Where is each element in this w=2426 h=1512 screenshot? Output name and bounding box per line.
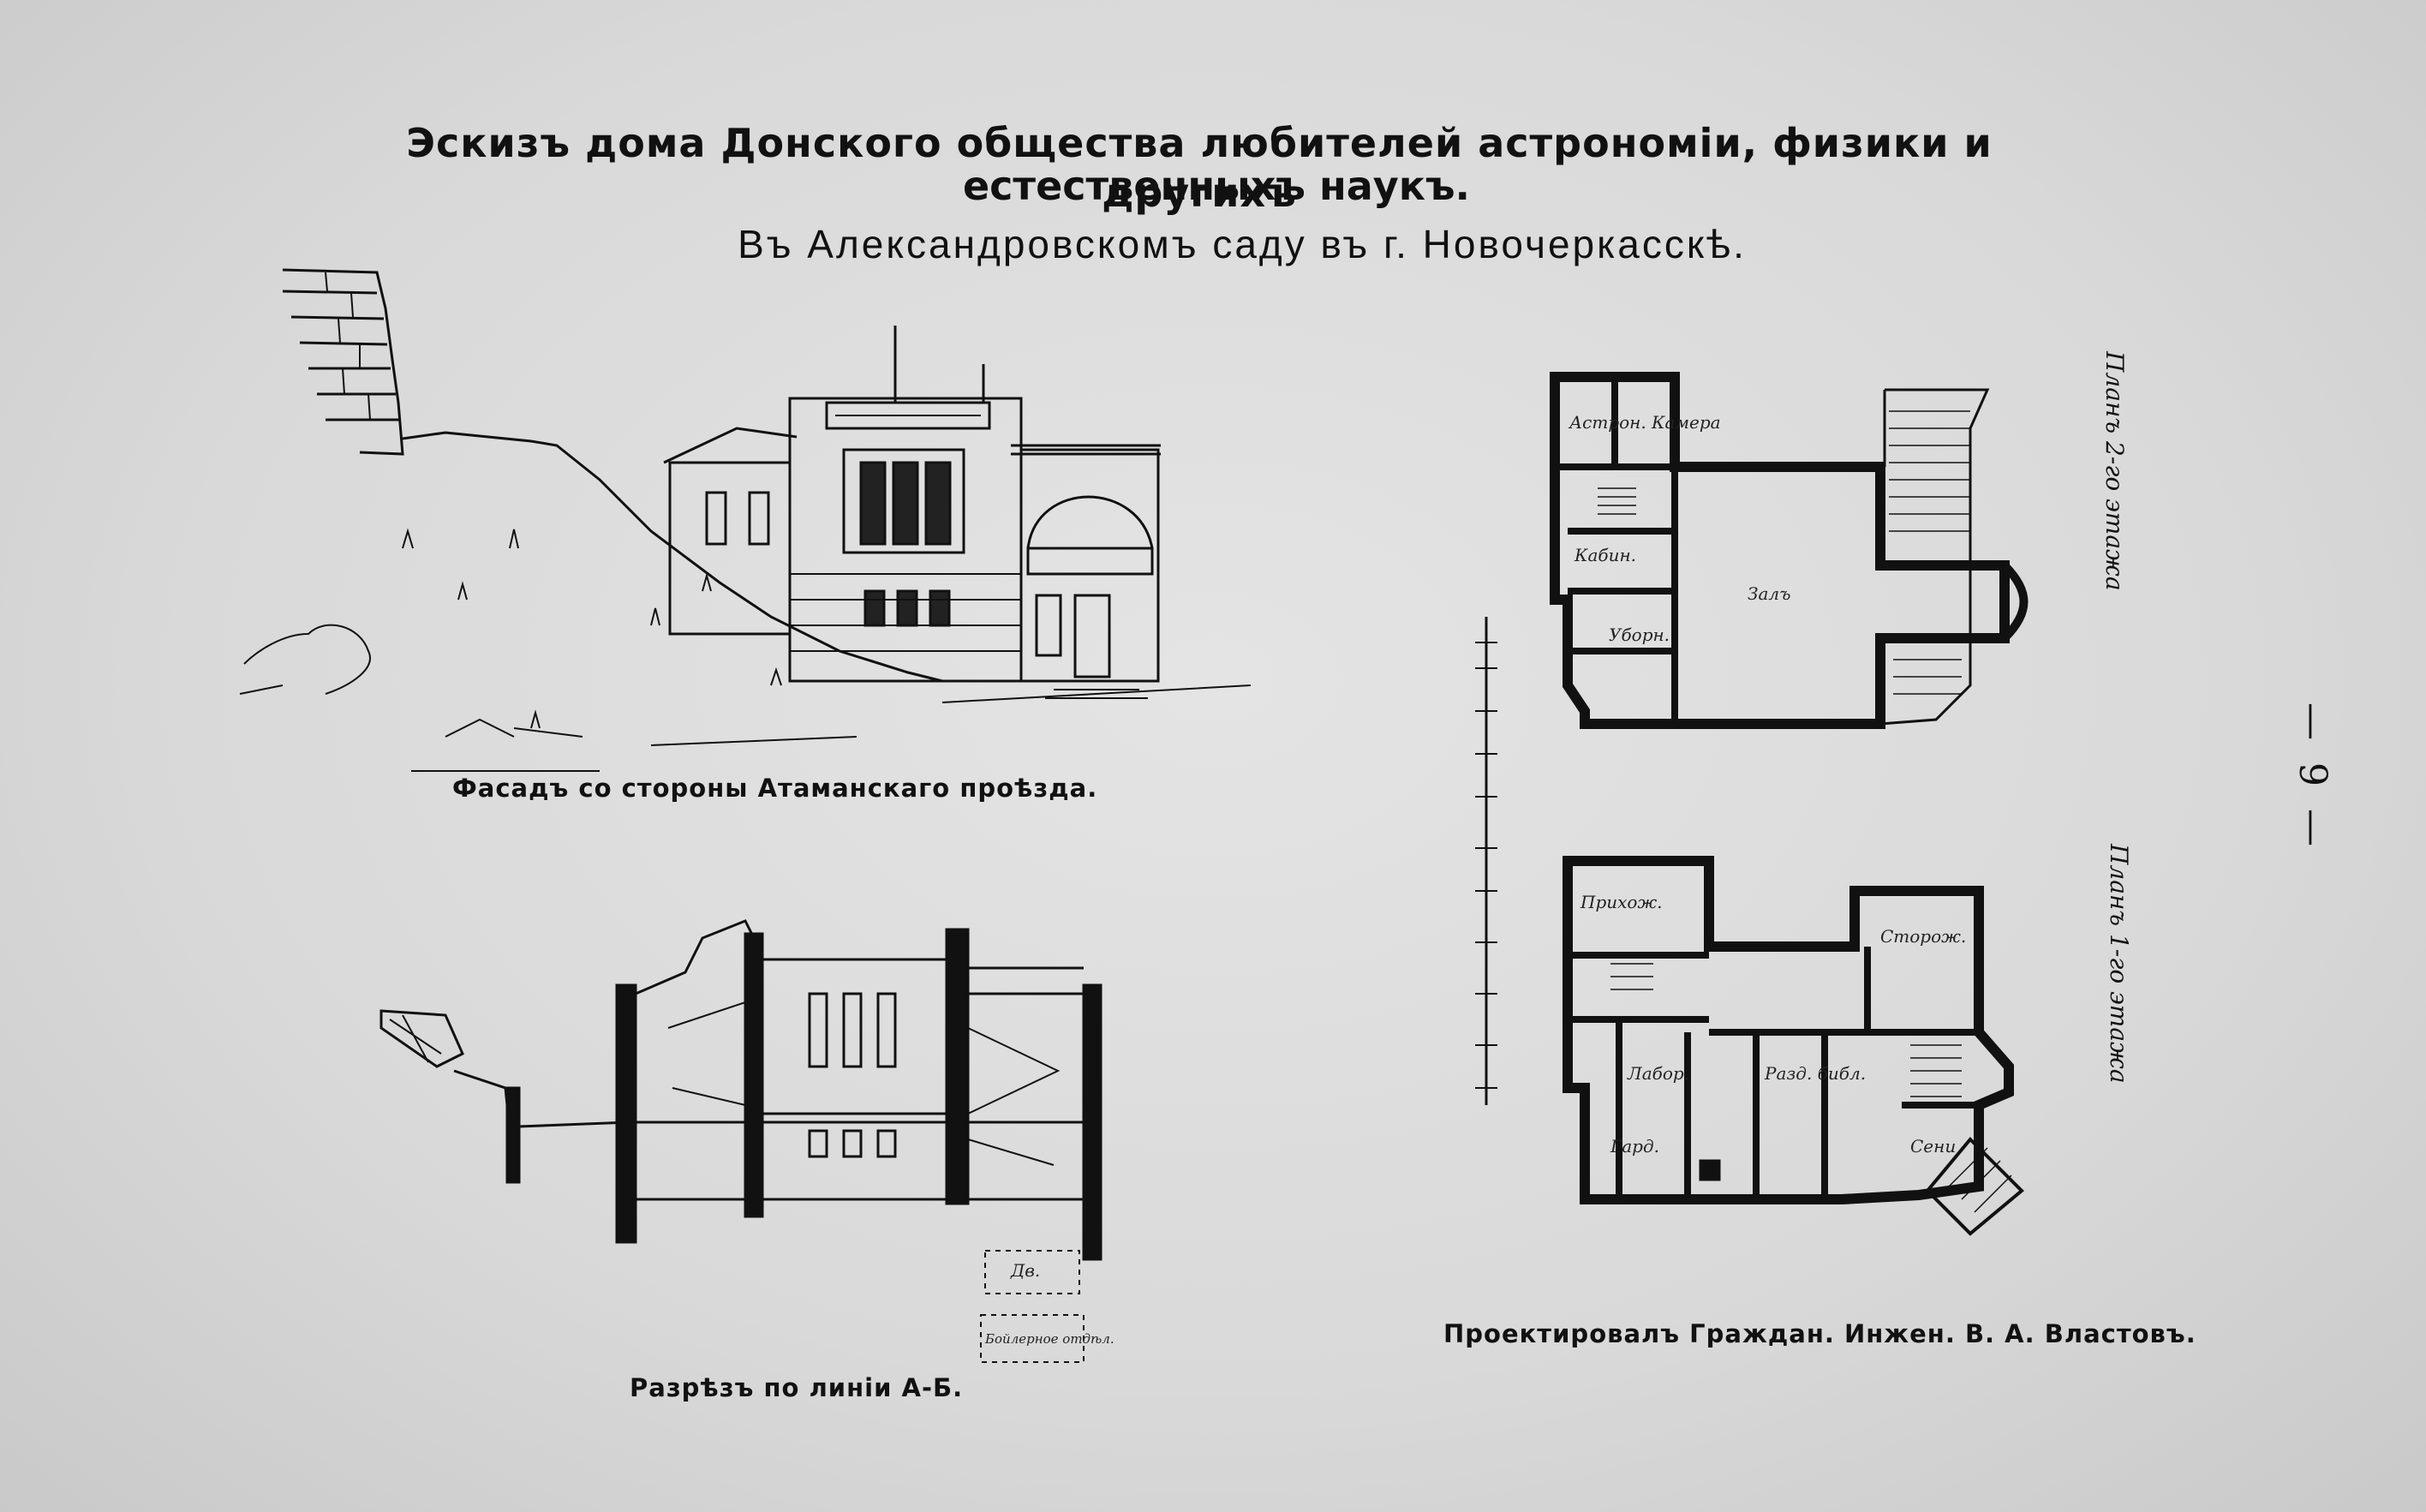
room-label-cabinet: Кабин. — [1574, 545, 1636, 565]
lower-floor-plan — [1563, 856, 2024, 1236]
designer-credit: Проектировалъ Граждан. Инжен. В. А. Влас… — [1443, 1319, 2196, 1348]
room-label-hall: Залъ — [1748, 583, 1790, 604]
plan-upper-label: Планъ 2-го этажа — [2100, 351, 2129, 591]
room-label-wardrobe: Гард. — [1610, 1136, 1659, 1156]
room-label-hallway: Прихож. — [1580, 892, 1663, 912]
room-label-library: Разд. библ. — [1764, 1063, 1866, 1084]
document-title: Эскизъ дома Донского общества любителей … — [406, 120, 1993, 216]
page-number: — 9 — — [2291, 702, 2334, 852]
facade-caption: Фасадъ со стороны Атаманскаго проѣзда. — [452, 774, 1098, 803]
scale-bar — [1475, 617, 1497, 1105]
facade-drawing — [239, 268, 1252, 772]
room-label-porch: Сени — [1910, 1136, 1956, 1156]
section-label-basement: Бойлерное отдѣл. — [984, 1331, 1114, 1347]
upper-floor-plan — [1550, 372, 2029, 729]
room-label-astro: Астрон. Камера — [1568, 412, 1721, 433]
room-label-watchman: Сторож. — [1880, 926, 1966, 947]
section-label-cellar: Дв. — [1010, 1260, 1040, 1281]
plan-lower-label: Планъ 1-го этажа — [2105, 844, 2133, 1084]
document-title-line2: естественныхъ наукъ. — [962, 163, 1471, 209]
room-label-wc: Уборн. — [1609, 625, 1670, 645]
room-label-lab: Лабор. — [1627, 1063, 1689, 1084]
document-subtitle: Въ Александровскомъ саду въ г. Новочерка… — [738, 222, 1747, 266]
section-caption: Разрѣзъ по линіи А-Б. — [630, 1373, 964, 1402]
section-drawing — [379, 919, 1102, 1363]
